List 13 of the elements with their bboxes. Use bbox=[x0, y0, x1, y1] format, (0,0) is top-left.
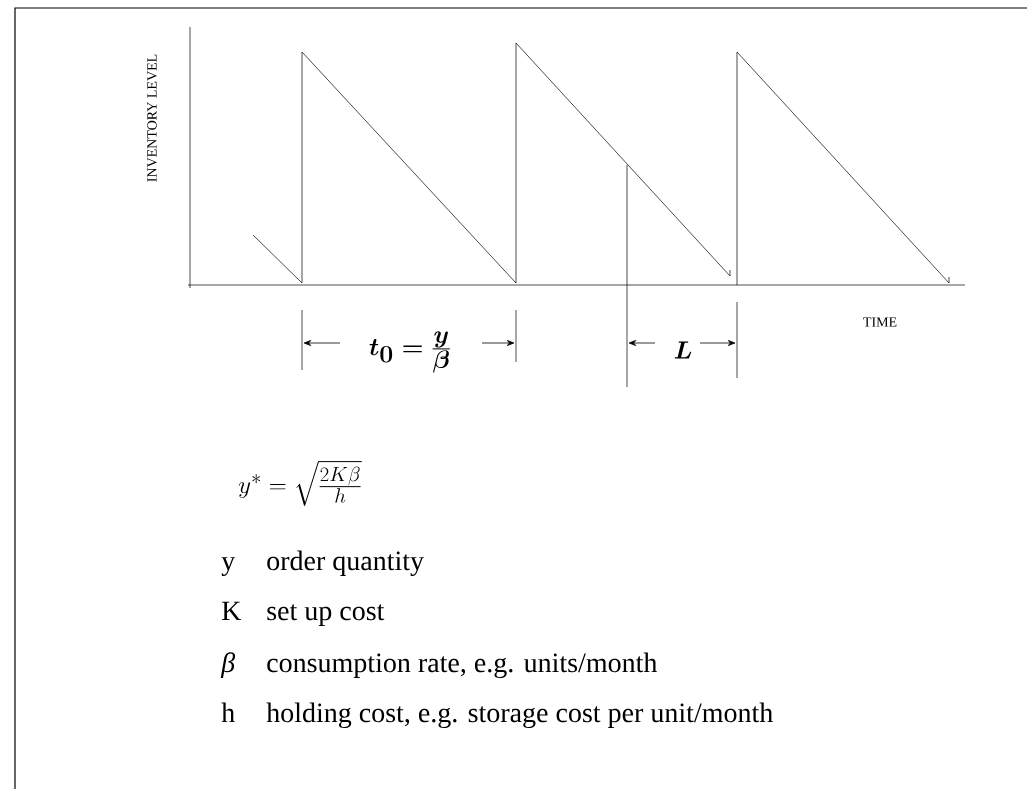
axis-label: INVENTORY LEVEL bbox=[147, 54, 157, 182]
symbol-label: β bbox=[220, 652, 236, 678]
formula: $y^{*} = \sqrt{\frac{2K\beta}{h}}$ bbox=[238, 461, 362, 506]
definition-text: holding cost, e.g. storage cost per unit/month bbox=[266, 702, 773, 729]
definition-text: order quantity bbox=[267, 550, 424, 577]
axis-label: TIME bbox=[863, 317, 897, 327]
symbol-label: K bbox=[222, 601, 242, 620]
symbol-label: h bbox=[221, 702, 235, 722]
definition-text: consumption rate, e.g. units/month bbox=[267, 652, 658, 679]
formula: $t_0 = \frac{y}{\beta}$ bbox=[369, 331, 450, 373]
definition-text: set up cost bbox=[267, 604, 385, 626]
symbol-label: y bbox=[221, 557, 236, 577]
formula: $L$ bbox=[674, 341, 692, 359]
